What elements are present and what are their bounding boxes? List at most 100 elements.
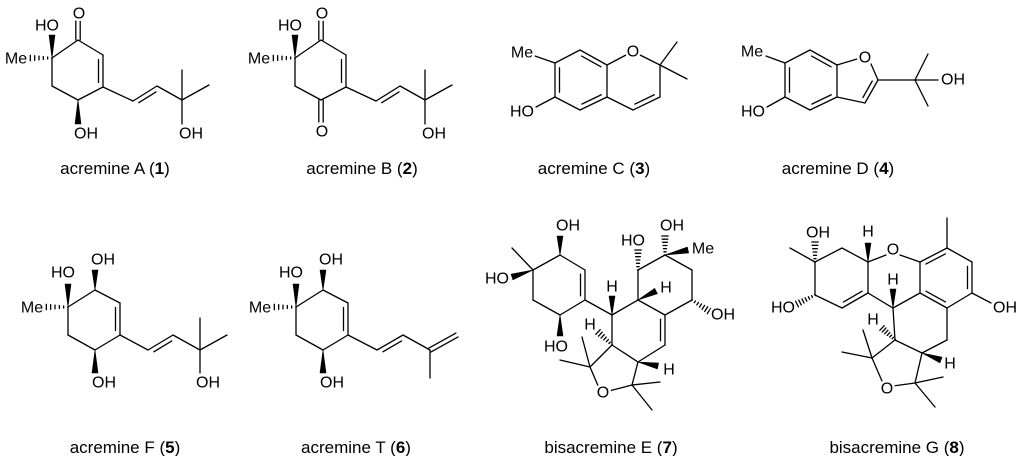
single-bond [532,254,561,271]
atom-label: H [862,224,874,241]
single-bond [841,351,873,359]
atom-label: OH [92,375,116,392]
caption-acremine-d: acremine D (4) [782,159,894,178]
atom-label: HO [741,104,765,121]
single-bond [589,344,613,368]
single-bond [399,85,426,101]
atom-label: Me [21,300,43,317]
wedge-bond [608,295,616,316]
atom-label: Me [692,241,714,258]
caption-acremine-a: acremine A (1) [60,159,170,178]
atom-label: HO [35,18,59,35]
single-bond [631,361,639,386]
single-bond [946,247,973,263]
double-bond [919,247,948,263]
hash-bond-segment [798,299,802,306]
single-bond [347,334,378,351]
single-bond [559,254,586,271]
wedge-bond [637,361,659,370]
atom-label: OH [556,218,580,235]
double-bond [579,96,608,111]
atom-label: O [627,44,639,61]
hash-bond-segment [879,324,885,332]
single-bond [870,63,879,81]
single-bond [606,54,627,66]
atom-label: H [660,280,672,297]
single-bond [914,352,923,384]
single-bond [94,289,121,304]
hash-bond-segment [605,338,609,343]
single-bond [892,292,921,309]
caption-bisacremine-e: bisacremine E (7) [544,438,677,456]
hash-bond-segment [600,333,605,339]
single-bond [836,58,858,66]
single-bond [581,336,591,368]
atom-label: OH [319,252,343,269]
single-bond [181,84,210,101]
single-bond [659,41,678,66]
double-bond-inner [810,55,832,68]
single-bond [914,53,929,81]
caption-acremine-f: acremine F (5) [70,438,181,456]
wedge-bond [319,349,327,374]
single-bond [424,84,453,101]
double-bond [375,85,401,102]
single-bond [867,254,887,263]
double-bond [919,292,948,309]
single-bond [894,339,923,354]
hash-bond-segment [891,336,895,340]
double-bond [632,96,661,111]
hash-bond-segment [884,329,889,335]
hash-bond-segment [691,298,693,302]
single-bond [532,299,561,316]
hash-bond-segment [693,300,697,304]
wedge-bond [74,99,82,125]
double-bond [841,292,869,309]
atom-label: HO [279,265,303,282]
wedge-bond [889,288,897,309]
single-bond [402,334,431,351]
double-bond [147,334,174,351]
atom-label: O [881,381,893,398]
hash-bond-segment [804,297,808,302]
double-bond-inner [381,91,400,104]
single-bond [892,382,916,387]
single-bond [322,289,349,304]
single-bond [639,54,661,66]
caption-acremine-b: acremine B (2) [306,159,418,178]
single-bond [322,334,349,351]
double-bond-inner [925,290,947,303]
atom-label: O [887,242,899,259]
single-bond [511,247,534,271]
hash-bond-segment [698,303,703,308]
single-bond [320,86,347,101]
single-bond [554,96,581,111]
double-bond [809,96,838,111]
wedge-bond [292,283,300,308]
atom-label: H [606,279,618,296]
atom-label: OH [711,307,735,324]
single-bond [946,292,973,309]
wedge-bond [91,269,99,291]
double-bond-inner [138,91,157,104]
hash-bond-segment [801,298,805,304]
atom-label: OH [91,252,115,269]
single-bond [664,299,693,316]
single-bond [765,55,786,64]
single-bond [867,292,894,309]
double-bond [376,334,404,351]
wedge-bond [291,34,299,59]
single-bond [871,339,896,359]
single-bond [664,254,693,271]
atom-label: HO [621,233,645,250]
single-bond [971,292,992,304]
single-bond [892,307,896,341]
wedge-bond [48,34,56,59]
single-bond [295,289,324,308]
single-bond [559,299,586,316]
double-bond-inner [382,340,403,353]
atom-label: HO [485,271,509,288]
